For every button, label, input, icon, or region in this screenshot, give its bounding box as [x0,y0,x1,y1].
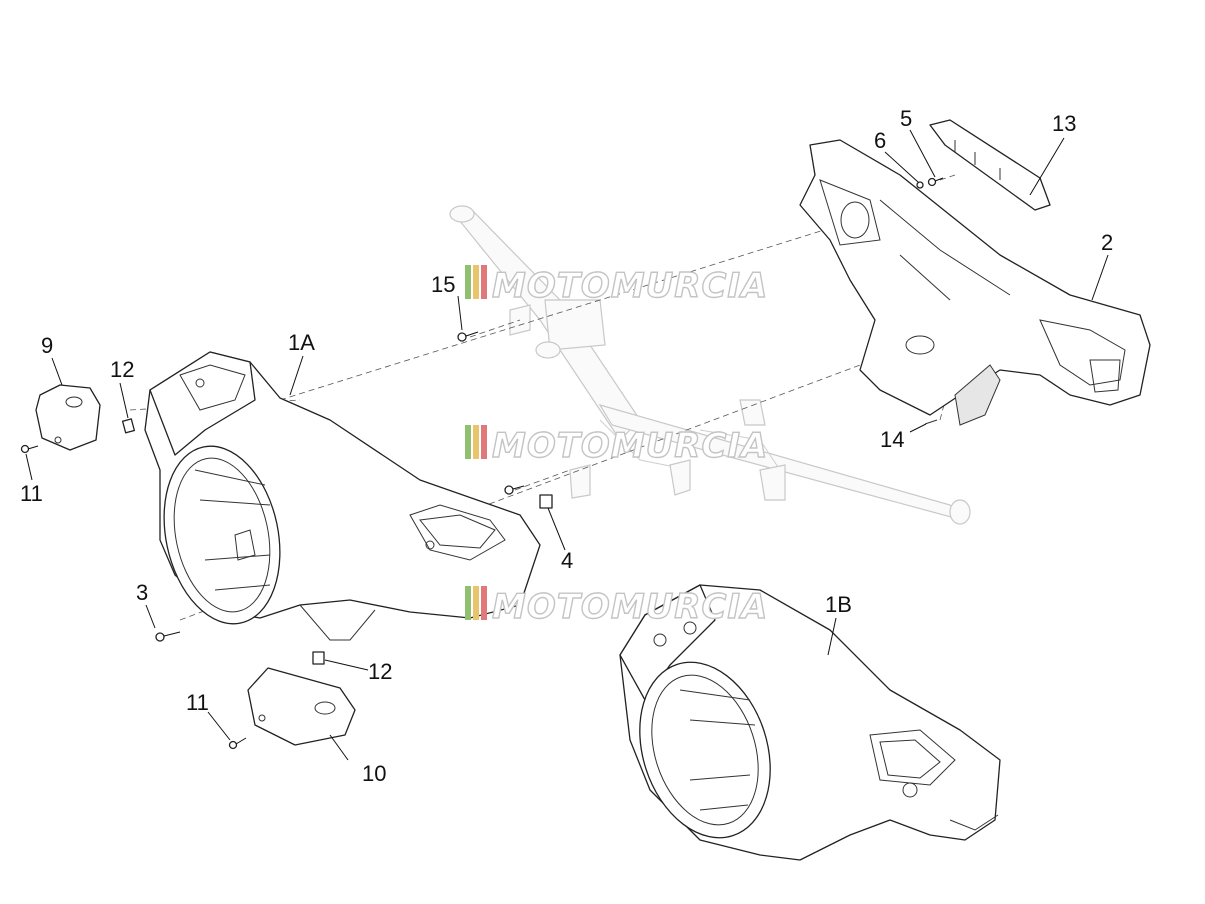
screw-3 [155,631,181,642]
watermark-stripe [473,265,479,299]
callout-1B: 1B [825,592,852,617]
watermark-middle: MOTOMURCIA [465,425,768,467]
watermark-stripe [481,425,487,459]
callout-11-lower: 11 [186,690,209,715]
watermark-bottom: MOTOMURCIA [465,586,768,628]
screw-11-lower [228,737,247,750]
callout-12-lower: 12 [368,659,392,684]
screw-11-upper [20,444,39,454]
switch-cap-10 [247,667,356,746]
callout-1A: 1A [288,330,315,355]
trim-strip-13 [929,119,1051,211]
callout-15: 15 [431,272,455,297]
callout-6: 6 [874,128,886,153]
watermark-text: MOTOMURCIA [492,587,768,627]
callout-9: 9 [41,333,53,358]
callout-11-upper: 11 [20,481,43,506]
watermark-top: MOTOMURCIA [465,265,768,307]
callout-13: 13 [1052,111,1076,136]
watermark-text: MOTOMURCIA [492,426,768,466]
nut-4 [539,494,553,509]
watermark-stripe [465,586,471,620]
handlebar-tube-ghost [449,205,971,525]
callout-2: 2 [1101,230,1113,255]
hardware [20,177,944,750]
washer-6 [916,181,924,189]
handlebar-cover-1B [619,584,1001,861]
callout-14: 14 [880,427,904,452]
handlebar-cover-2 [799,139,1151,426]
clip-14 [924,419,938,425]
callout-4: 4 [561,548,573,573]
callout-5: 5 [900,106,912,131]
watermark-stripe [481,265,487,299]
switch-cap-9 [35,384,101,451]
clip-12-upper [121,418,136,434]
clip-12-lower [312,651,325,665]
leader-lines [25,129,1109,761]
screw-center [504,485,525,495]
callout-10: 10 [362,761,386,786]
screw-5 [927,177,944,187]
watermark-stripe [473,586,479,620]
callout-labels: 1A 1B 2 3 4 5 6 9 10 11 11 12 12 13 14 1… [20,106,1113,786]
watermark-stripe [465,265,471,299]
watermark-stripe [481,586,487,620]
screw-15 [457,331,479,342]
watermark-stripe [473,425,479,459]
watermark-stripe [465,425,471,459]
callout-12-upper: 12 [110,357,134,382]
callout-3: 3 [136,580,148,605]
watermark-text: MOTOMURCIA [492,266,768,306]
handlebar-cover-1A [144,351,541,641]
